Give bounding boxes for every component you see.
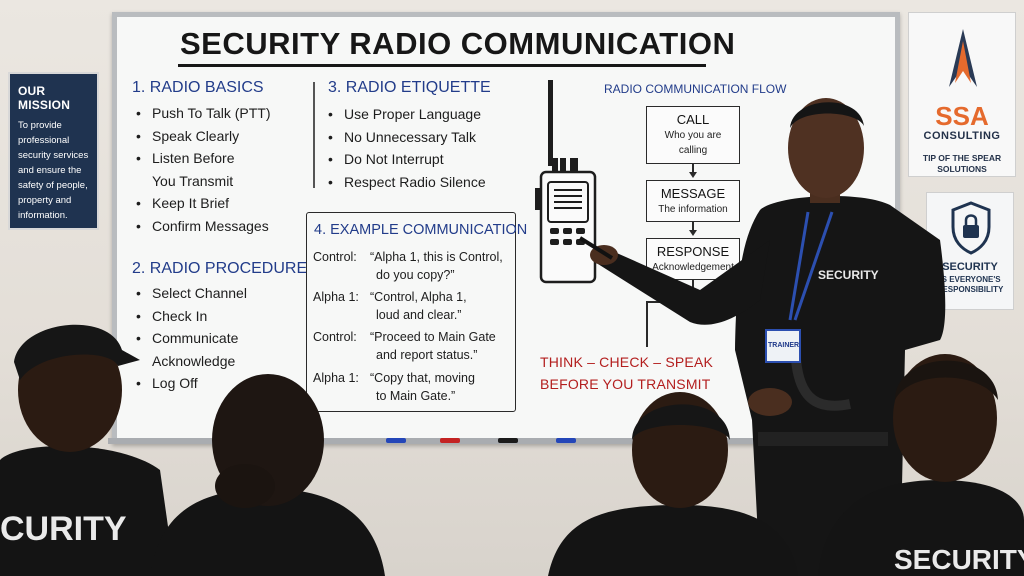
example-speaker: Alpha 1: xyxy=(313,290,359,304)
ssa-name: SSA xyxy=(935,101,989,131)
trainee-shirt-text-left: CURITY xyxy=(0,510,127,548)
trainer-shirt-text: SECURITY xyxy=(818,268,879,282)
flow-step-sub: Acknowledgement xyxy=(652,262,734,273)
radio-basics-list: •Push To Talk (PTT) •Speak Clearly •List… xyxy=(136,102,271,237)
list-item: •Check In xyxy=(136,307,208,324)
list-item: •Use Proper Language xyxy=(328,106,481,122)
flow-step-label: CALL xyxy=(676,112,710,127)
list-item: •Select Channel xyxy=(136,285,247,301)
mission-line: To provide xyxy=(18,120,62,131)
list-item: Acknowledge xyxy=(152,352,236,369)
section-radio-etiquette-heading: 3. RADIO ETIQUETTE xyxy=(328,79,491,96)
example-line: “Copy that, moving xyxy=(370,371,475,385)
trainee-right xyxy=(818,354,1024,576)
list-item: •Listen Before xyxy=(136,150,235,166)
blue-marker xyxy=(556,438,576,443)
radio-etiquette-list: •Use Proper Language •No Unnecessary Tal… xyxy=(328,103,486,193)
list-item: •No Unnecessary Talk xyxy=(328,128,477,145)
example-line: “Control, Alpha 1, xyxy=(370,290,467,304)
list-item: •Push To Talk (PTT) xyxy=(136,105,271,121)
black-marker xyxy=(498,438,518,443)
flow-arrow xyxy=(692,164,694,174)
mission-text: To provide professional security service… xyxy=(18,118,91,223)
security-poster-text: IS EVERYONE'S RESPONSIBILITY xyxy=(927,275,1013,295)
example-line: and report status.” xyxy=(376,348,478,362)
list-item: •Communicate xyxy=(136,330,239,346)
spear-logo-icon xyxy=(949,29,977,87)
flow-step-label: RESPONSE xyxy=(656,244,730,259)
board-title: SECURITY RADIO COMMUNICATION xyxy=(180,26,736,61)
list-item: •Do Not Interrupt xyxy=(328,151,444,167)
ssa-poster: SSA CONSULTING TIP OF THE SPEAR SOLUTION… xyxy=(908,12,1016,177)
mission-line: safety of people, xyxy=(18,180,88,191)
security-poster-title: SECURITY xyxy=(942,261,998,273)
tagline-line2: BEFORE YOU TRANSMIT xyxy=(540,376,711,392)
flow-step-call: CALL Who you are calling xyxy=(646,106,740,164)
tagline-line1: THINK – CHECK – SPEAK xyxy=(540,354,714,370)
ssa-tag-line: TIP OF THE SPEAR xyxy=(922,153,1002,163)
flow-step-label: MESSAGE xyxy=(660,186,726,201)
example-speaker: Control: xyxy=(313,250,357,264)
list-item: •Keep It Brief xyxy=(136,195,230,211)
walkie-talkie-icon xyxy=(535,80,597,284)
mission-poster: OUR MISSION To provide professional secu… xyxy=(8,72,99,230)
mission-line: professional xyxy=(18,135,70,146)
trainer-badge: TRAINER xyxy=(768,342,800,349)
blue-marker xyxy=(386,438,406,443)
flow-arrow xyxy=(692,280,694,292)
flow-step-sub: calling xyxy=(678,145,708,156)
example-line: “Alpha 1, this is Control, xyxy=(370,250,503,264)
flow-arrow xyxy=(692,222,694,232)
example-line: “Proceed to Main Gate xyxy=(370,330,496,344)
example-speaker: Control: xyxy=(313,330,357,344)
example-heading: 4. EXAMPLE COMMUNICATION xyxy=(314,222,528,238)
ssa-subtitle: CONSULTING xyxy=(923,130,1001,142)
list-item: •Speak Clearly xyxy=(136,127,240,144)
trainee-cap-center xyxy=(548,392,798,576)
trainer-figure xyxy=(578,98,946,576)
mission-line: property and xyxy=(18,195,72,206)
shield-lock-icon xyxy=(951,201,991,255)
section-radio-basics-heading: 1. RADIO BASICS xyxy=(132,79,264,96)
list-item: •Confirm Messages xyxy=(136,217,269,234)
arrow-head-icon xyxy=(689,230,697,236)
security-poster-line: IS EVERYONE'S xyxy=(939,275,1001,284)
arrow-head-icon xyxy=(689,172,697,178)
example-line: do you copy?” xyxy=(376,268,455,282)
example-communication-box xyxy=(306,212,516,412)
list-item: •Respect Radio Silence xyxy=(328,173,486,190)
red-marker xyxy=(440,438,460,443)
flow-step-sub: Who you are xyxy=(664,130,722,141)
trainee-left xyxy=(0,324,175,576)
title-underline xyxy=(178,64,706,67)
flow-step-message: MESSAGE The information xyxy=(646,180,740,222)
example-speaker: Alpha 1: xyxy=(313,371,359,385)
flow-title: RADIO COMMUNICATION FLOW xyxy=(604,82,787,96)
trainee-braids xyxy=(150,374,385,576)
ssa-tag-line: SOLUTIONS xyxy=(937,164,987,174)
section-radio-procedure-heading: 2. RADIO PROCEDURE xyxy=(132,260,308,277)
example-line: to Main Gate.” xyxy=(376,389,456,403)
flow-step-sub: The information xyxy=(658,204,728,215)
ssa-tagline: TIP OF THE SPEAR SOLUTIONS xyxy=(909,153,1015,175)
security-poster-line: RESPONSIBILITY xyxy=(936,285,1004,294)
mission-line: security services xyxy=(18,150,89,161)
radio-procedure-list: •Select Channel •Check In •Communicate A… xyxy=(136,282,247,395)
example-line: loud and clear.” xyxy=(376,308,462,322)
flow-loop-line xyxy=(646,301,648,347)
column-divider xyxy=(313,82,315,188)
list-item: •Log Off xyxy=(136,375,198,391)
mission-line: and ensure the xyxy=(18,165,82,176)
mission-title: OUR MISSION xyxy=(18,84,71,112)
trainee-shirt-text-right: SECURITY xyxy=(894,544,1024,575)
mission-line: information. xyxy=(18,210,68,221)
list-item: You Transmit xyxy=(152,172,234,189)
